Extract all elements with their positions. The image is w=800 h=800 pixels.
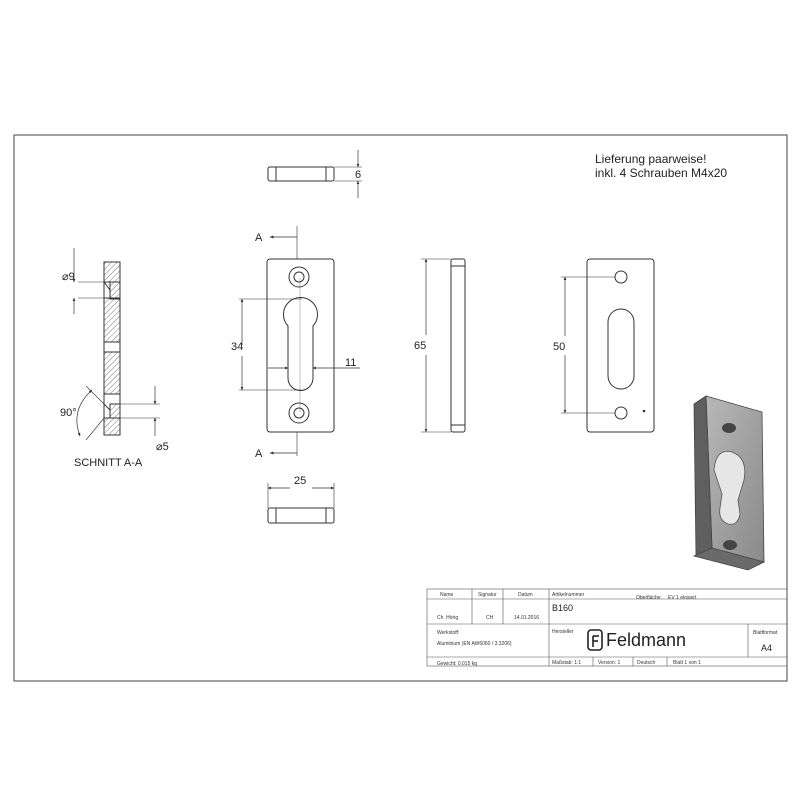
rear-hole-top bbox=[614, 270, 628, 284]
tb-scale: Maßstab: 1:1 bbox=[552, 660, 581, 666]
tb-date-value: 14.01.2016 bbox=[514, 615, 539, 621]
tb-manufacturer-label: Hersteller bbox=[552, 629, 574, 635]
iso-hole-top bbox=[722, 423, 736, 433]
tb-format-label: Blattformat bbox=[753, 630, 778, 636]
rear-hole-bottom bbox=[614, 406, 628, 420]
iso-hole-bottom bbox=[723, 540, 737, 550]
dim-dia-5: ⌀5 bbox=[156, 441, 169, 453]
section-caption: SCHNITT A-A bbox=[74, 457, 143, 469]
cylinder-slot bbox=[283, 297, 318, 391]
tb-brand: Feldmann bbox=[606, 630, 686, 650]
section-marker-top: A bbox=[255, 232, 263, 244]
isometric-render bbox=[692, 395, 766, 571]
front-view-outline bbox=[266, 258, 335, 433]
tb-sheet: Blatt 1 von 1 bbox=[673, 660, 701, 666]
bottom-view-outline bbox=[267, 507, 335, 524]
tb-header-name: Name bbox=[440, 592, 454, 598]
side-view bbox=[421, 258, 466, 433]
dim-slot-width: 11 bbox=[345, 357, 356, 369]
tb-header-signature: Signatur bbox=[478, 592, 497, 598]
tb-format-value: A4 bbox=[761, 643, 772, 653]
tb-language: Deutsch bbox=[637, 660, 656, 666]
title-block bbox=[426, 588, 788, 667]
top-view bbox=[267, 150, 362, 198]
tb-article-number: B160 bbox=[552, 603, 573, 613]
dim-slot-height: 34 bbox=[231, 341, 243, 353]
section-marker-bottom: A bbox=[255, 448, 263, 460]
tb-article-label: Artikelnummer bbox=[552, 592, 585, 598]
tb-material-value: Aluminium (EN AW6060 / 3.3206) bbox=[437, 641, 512, 647]
dim-thickness: 6 bbox=[355, 169, 361, 181]
iso-slot bbox=[713, 451, 746, 525]
top-view-outline bbox=[267, 166, 335, 182]
note-line-1: Lieferung paarweise! bbox=[595, 152, 706, 166]
mounting-hole-bottom bbox=[288, 402, 310, 424]
tb-surface-label: Oberfläche: bbox=[636, 595, 662, 601]
tb-name-value: Ch. Hörig bbox=[437, 615, 458, 621]
dim-width: 25 bbox=[294, 475, 306, 487]
rear-view-outline bbox=[586, 258, 655, 433]
note-line-2: inkl. 4 Schrauben M4x20 bbox=[595, 166, 727, 180]
front-view bbox=[239, 226, 360, 456]
mounting-hole-top bbox=[288, 266, 310, 288]
sheet-border bbox=[13, 134, 788, 682]
tb-signature-value: CH bbox=[486, 615, 494, 621]
section-a-a bbox=[72, 248, 160, 441]
tb-surface-value: EV 1 eloxiert bbox=[668, 595, 697, 601]
dim-dia-9: ⌀9 bbox=[62, 271, 75, 283]
dim-length: 65 bbox=[414, 340, 426, 352]
tb-header-date: Datum bbox=[518, 592, 533, 598]
tb-version: Version: 1 bbox=[598, 660, 620, 666]
feldmann-logo-icon bbox=[587, 629, 603, 651]
bottom-view bbox=[267, 483, 335, 524]
rear-view bbox=[561, 258, 655, 433]
tb-material-label: Werkstoff: bbox=[437, 630, 459, 636]
dim-hole-spacing: 50 bbox=[553, 341, 565, 353]
side-view-outline bbox=[450, 258, 466, 433]
rear-slot bbox=[607, 308, 635, 390]
delivery-notes: Lieferung paarweise! inkl. 4 Schrauben M… bbox=[595, 152, 727, 180]
dim-angle-90: 90° bbox=[60, 407, 77, 419]
tb-weight: Gewicht: 0.015 kg bbox=[437, 661, 477, 667]
